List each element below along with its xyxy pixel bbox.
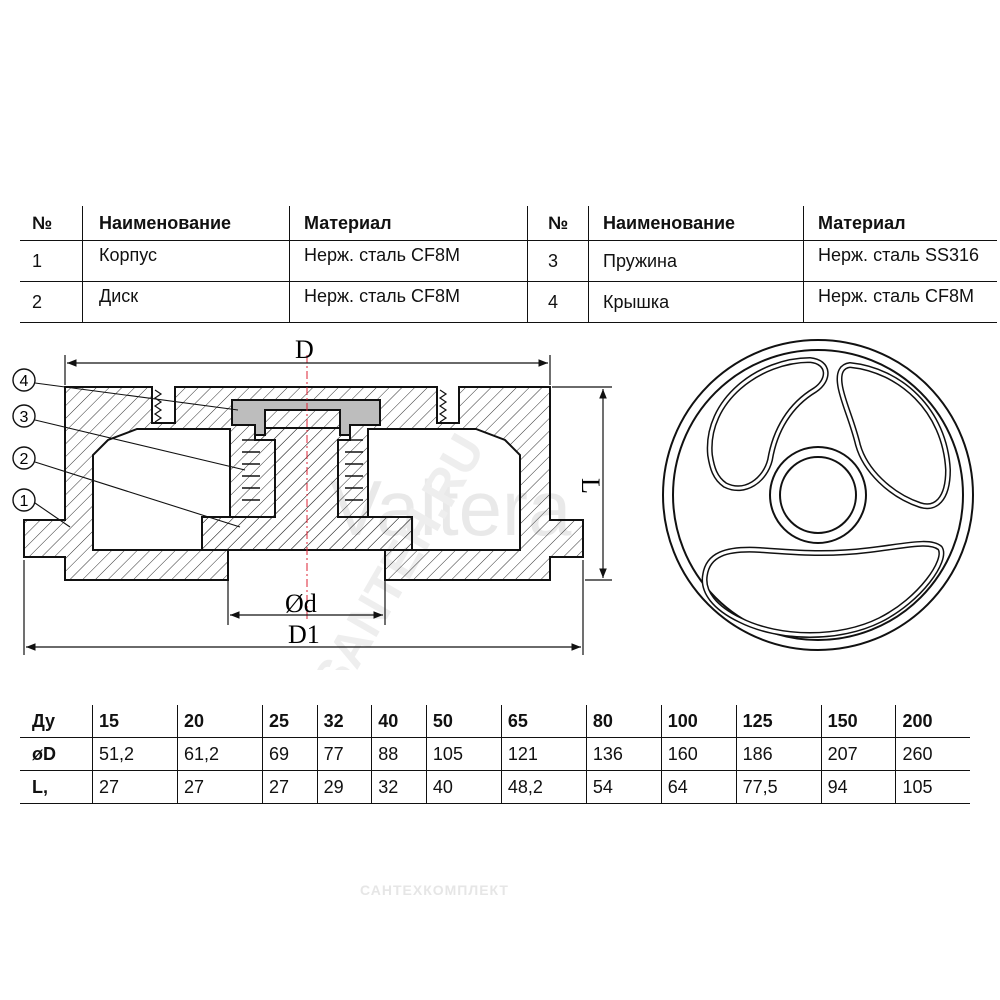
table-cell: 40 [371, 705, 427, 738]
table-cell: 27 [177, 770, 263, 804]
table-cell: 69 [262, 737, 318, 771]
callout-2-label: 2 [20, 451, 29, 468]
table-cell: 77,5 [735, 770, 822, 804]
callout-3-label: 3 [20, 409, 29, 426]
table-cell: 48,2 [500, 770, 587, 804]
label-small-d: Ød [285, 589, 317, 618]
cell-material: Нерж. сталь SS316 [803, 240, 997, 282]
table-cell: 50 [425, 705, 502, 738]
table-cell: 64 [660, 770, 737, 804]
table-cell: 200 [895, 705, 970, 738]
row-label: øD [20, 737, 93, 771]
cell-material: Нерж. сталь CF8M [289, 281, 528, 323]
cell-material: Нерж. сталь CF8M [803, 281, 997, 323]
cell-material: Нерж. сталь CF8M [289, 240, 528, 282]
table-cell: 100 [660, 705, 737, 738]
header-no-2: № [527, 206, 589, 241]
table-cell: 150 [820, 705, 896, 738]
cell-no: 2 [20, 281, 83, 323]
header-material: Материал [289, 206, 528, 241]
header-name: Наименование [82, 206, 290, 241]
row-label: Ду [20, 705, 93, 738]
table-cell: 54 [585, 770, 662, 804]
cell-no: 1 [20, 240, 83, 282]
parts-table: № Наименование Материал № Наименование М… [20, 206, 997, 323]
callout-3: 3 [12, 404, 246, 471]
callout-4-label: 4 [20, 373, 29, 390]
table-cell: 207 [820, 737, 896, 771]
cell-no: 3 [527, 240, 589, 282]
dimension-l [552, 386, 612, 581]
table-cell: 88 [371, 737, 427, 771]
table-cell: 20 [177, 705, 263, 738]
cell-name: Диск [82, 281, 290, 323]
table-cell: 65 [500, 705, 587, 738]
header-no: № [20, 206, 83, 241]
label-d: D [295, 335, 314, 364]
table-row: 2 Диск Нерж. сталь CF8M 4 Крышка Нерж. с… [20, 281, 997, 323]
table-cell: 125 [735, 705, 822, 738]
valve-cover [231, 399, 381, 436]
cell-name: Крышка [588, 281, 804, 323]
table-cell: 40 [425, 770, 502, 804]
callout-4: 4 [12, 368, 239, 411]
table-cell: 27 [92, 770, 178, 804]
callout-2: 2 [12, 446, 241, 528]
dimension-d1 [23, 560, 584, 655]
cell-no: 4 [527, 281, 589, 323]
parts-header-row: № Наименование Материал № Наименование М… [20, 206, 997, 241]
table-row: 1 Корпус Нерж. сталь CF8M 3 Пружина Нерж… [20, 240, 997, 282]
table-cell: 61,2 [177, 737, 263, 771]
valve-front-view [662, 339, 974, 651]
table-cell: 32 [316, 705, 372, 738]
table-cell: 25 [262, 705, 318, 738]
table-cell: 27 [262, 770, 318, 804]
cell-name: Корпус [82, 240, 290, 282]
valve-drawing: Valtera SANTEH.RU D L Ød [12, 335, 974, 670]
header-name-2: Наименование [588, 206, 804, 241]
table-cell: 15 [92, 705, 178, 738]
valve-spring [242, 439, 363, 501]
label-d1: D1 [288, 620, 320, 649]
table-cell: 160 [660, 737, 737, 771]
callout-1-label: 1 [20, 493, 29, 510]
table-cell: 105 [895, 770, 970, 804]
table-cell: 136 [585, 737, 662, 771]
table-cell: 105 [425, 737, 502, 771]
table-cell: 80 [585, 705, 662, 738]
table-cell: 186 [735, 737, 822, 771]
dimension-d [64, 355, 551, 385]
table-cell: 260 [895, 737, 970, 771]
callout-1: 1 [12, 488, 71, 528]
table-cell: 51,2 [92, 737, 178, 771]
row-label: L, [20, 770, 93, 804]
header-material-2: Материал [803, 206, 997, 241]
dimension-small-d [227, 580, 386, 625]
table-cell: 77 [316, 737, 372, 771]
footer-watermark: САНТЕХКОМПЛЕКТ [360, 882, 509, 898]
label-l: L [576, 478, 605, 494]
table-cell: 121 [500, 737, 587, 771]
cell-name: Пружина [588, 240, 804, 282]
table-cell: 94 [820, 770, 896, 804]
table-cell: 32 [371, 770, 427, 804]
table-cell: 29 [316, 770, 372, 804]
